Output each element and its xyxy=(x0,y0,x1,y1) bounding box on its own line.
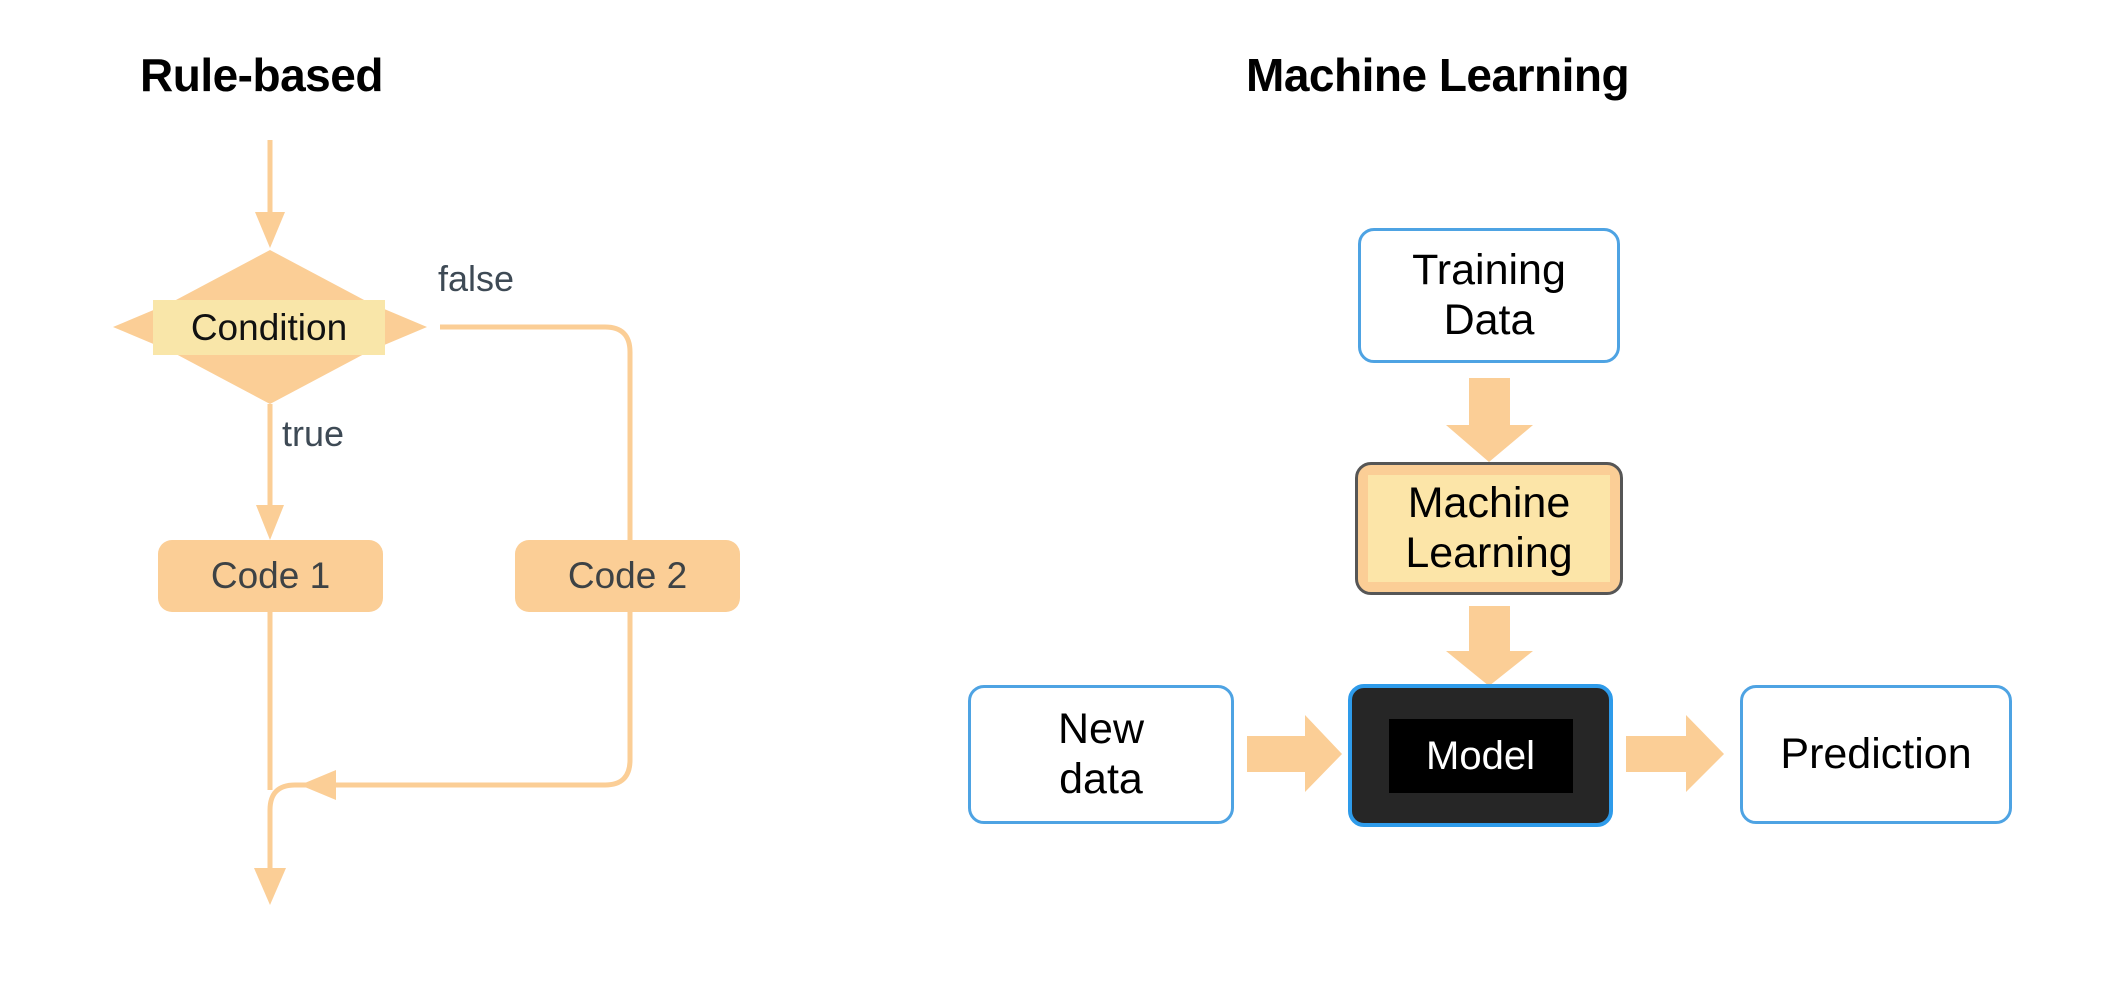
panel-title-rule-based: Rule-based xyxy=(140,49,383,101)
arrow-model-to-prediction xyxy=(1626,715,1724,792)
merge-curve xyxy=(267,782,330,880)
training-data-node: Training Data xyxy=(1358,228,1620,363)
arrow-training-to-ml xyxy=(1446,378,1533,462)
arrow-ml-to-model xyxy=(1446,606,1533,686)
code-2-node: Code 2 xyxy=(515,540,740,612)
edge-label-false: false xyxy=(438,258,515,299)
condition-highlight-band xyxy=(153,300,385,355)
exit-arrowhead xyxy=(254,868,286,905)
new-data-node: New data xyxy=(968,685,1234,824)
model-node: Model xyxy=(1348,684,1613,827)
machine-learning-label: Machine Learning xyxy=(1368,475,1610,582)
code-1-node: Code 1 xyxy=(158,540,383,612)
arrow-newdata-to-model xyxy=(1247,715,1342,792)
entry-arrow xyxy=(255,140,285,248)
false-branch-connector xyxy=(440,324,633,540)
code2-merge-connector xyxy=(330,612,633,788)
prediction-node: Prediction xyxy=(1740,685,2012,824)
edge-label-true: true xyxy=(282,413,345,454)
condition-label: Condition xyxy=(190,306,348,348)
merge-arrowhead xyxy=(300,770,336,800)
model-label: Model xyxy=(1388,718,1573,793)
true-branch-connector xyxy=(256,404,284,540)
machine-learning-node: Machine Learning xyxy=(1355,462,1623,595)
panel-title-machine-learning: Machine Learning xyxy=(1246,49,1630,101)
